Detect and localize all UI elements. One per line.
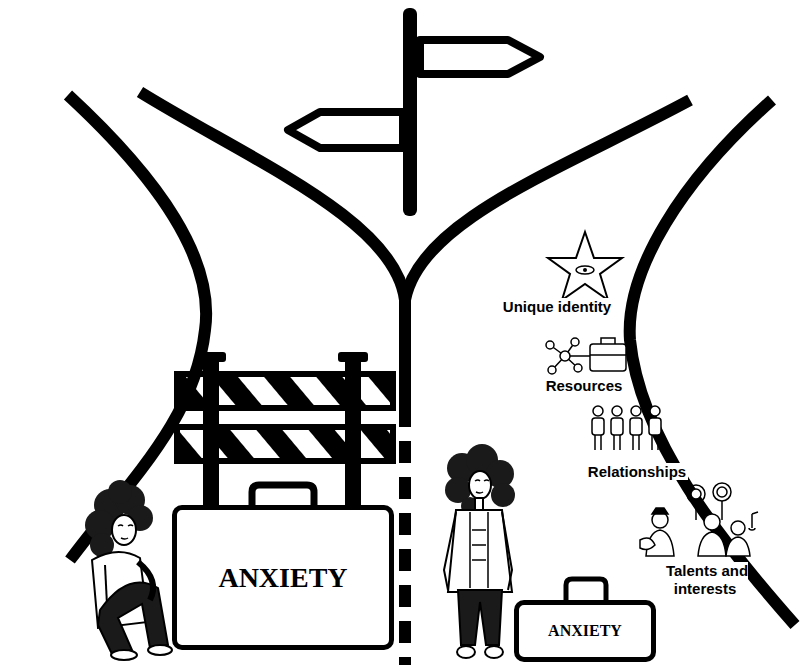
icon-label-box: Unique identity: [488, 298, 626, 316]
icon-label-box: Resources: [536, 377, 632, 395]
icon-label: Unique identity: [501, 298, 613, 315]
talents-icon: [640, 483, 758, 556]
signpost: [288, 8, 540, 216]
icon-label: Relationships: [586, 463, 688, 480]
sitting-woman: [85, 480, 172, 660]
icon-label-box: Relationships: [578, 463, 696, 481]
star-icon: [548, 232, 622, 300]
resources-icon: [546, 338, 626, 374]
barrier: [177, 352, 393, 508]
anxiety-suitcase: ANXIETY: [514, 600, 656, 662]
icon-label: Resources: [544, 377, 625, 394]
icon-label: Talents and interests: [664, 562, 748, 597]
suitcase-label: ANXIETY: [548, 622, 622, 640]
road: [68, 92, 795, 665]
suitcase-label: ANXIETY: [218, 562, 347, 594]
relationships-icon: [592, 406, 661, 450]
standing-woman: [444, 444, 515, 658]
anxiety-suitcase: ANXIETY: [172, 505, 394, 650]
icon-label-box: Talents and interests: [651, 562, 761, 598]
